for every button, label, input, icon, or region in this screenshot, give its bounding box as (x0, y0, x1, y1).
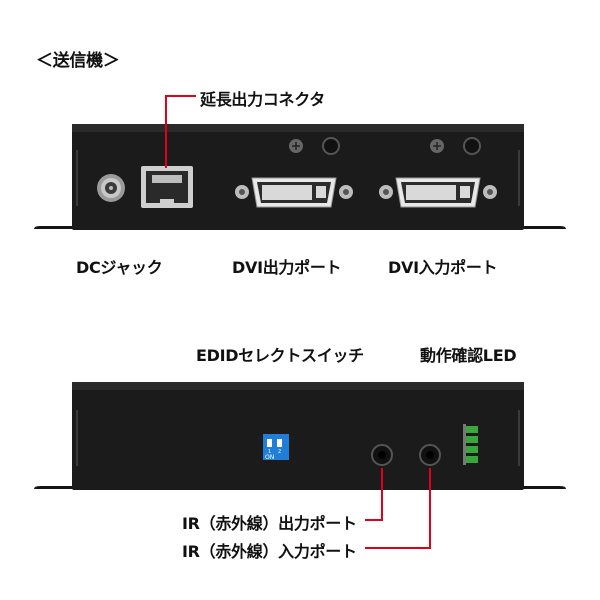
label-connector: 延長出力コネクタ (200, 90, 325, 109)
dvi-out-connector (235, 177, 353, 208)
label-ir-in: IR（赤外線）入力ポート (182, 542, 357, 561)
dip-num-2: 2 (278, 449, 281, 455)
top-device-edge (72, 124, 524, 132)
label-led: 動作確認LED (420, 346, 517, 365)
label-edid-switch: EDIDセレクトスイッチ (196, 346, 364, 365)
dvi-in-connector (379, 177, 497, 208)
bottom-flange-right (520, 486, 566, 489)
dc-jack-port (97, 174, 125, 202)
label-dc-jack: DCジャック (76, 258, 163, 277)
dip-on-text: ON (265, 454, 274, 461)
top-device (34, 124, 566, 230)
top-jack-2 (463, 137, 481, 155)
top-flange-left (34, 226, 74, 229)
bottom-flange-left (34, 486, 74, 489)
callout-ir-in (365, 468, 431, 549)
label-dvi-in: DVI入力ポート (388, 258, 498, 277)
label-ir-out: IR（赤外線）出力ポート (182, 514, 357, 533)
bottom-device-body (72, 382, 524, 490)
rj45-connector (141, 166, 193, 208)
callout-ir-out (365, 468, 383, 521)
top-flange-right (520, 226, 566, 229)
status-leds (463, 424, 478, 465)
label-dvi-out: DVI出力ポート (232, 258, 342, 277)
dip-switch: ON 1 2 (263, 434, 289, 461)
title: ＜送信機＞ (36, 51, 120, 71)
callout-connector (165, 95, 196, 168)
top-jack-1 (322, 137, 340, 155)
dip-num-1: 1 (268, 449, 271, 455)
bottom-device: ON 1 2 (34, 382, 566, 490)
